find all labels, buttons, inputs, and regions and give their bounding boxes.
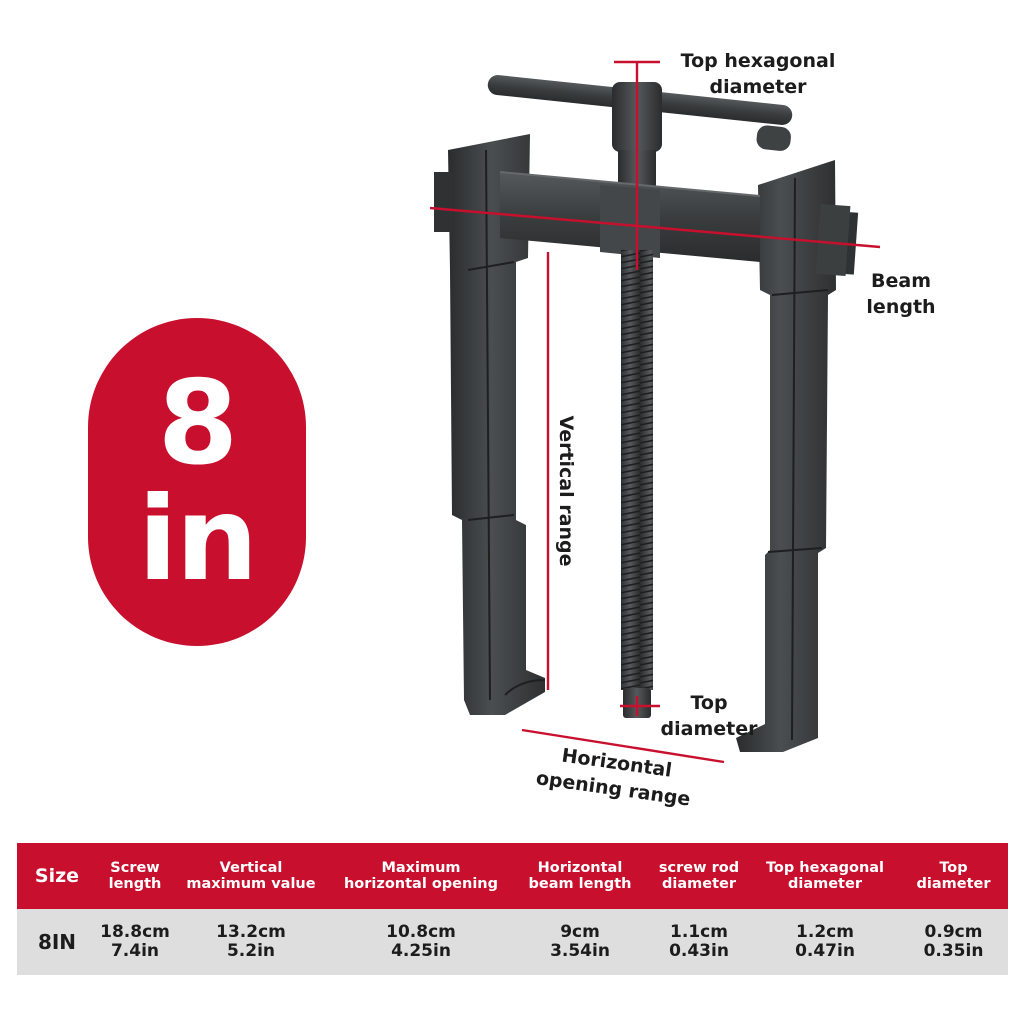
spec-table: Size Screw length Vertical maximum value… <box>17 843 1008 975</box>
header-top-diameter: Top diameter <box>916 860 991 892</box>
cell-screw-length: 18.8cm 7.4in <box>100 922 170 961</box>
spec-table-header: Size Screw length Vertical maximum value… <box>17 843 1008 909</box>
header-top-hexagonal-diameter: Top hexagonal diameter <box>765 860 885 892</box>
cell-max-horizontal-opening: 10.8cm 4.25in <box>386 922 456 961</box>
right-jaw <box>736 160 859 752</box>
header-screw-rod-diameter: screw rod diameter <box>658 860 740 892</box>
measurement-lines <box>429 60 881 764</box>
horizontal-range-guide <box>521 728 725 764</box>
header-size: Size <box>34 865 80 887</box>
screw-rod <box>621 250 653 718</box>
header-screw-length: Screw length <box>108 860 162 892</box>
cell-size: 8IN <box>37 929 77 954</box>
label-top-hexagonal-diameter: Top hexagonal diameter <box>680 50 836 98</box>
spec-table-row: 8IN 18.8cm 7.4in 13.2cm 5.2in 10.8cm 4.2… <box>17 909 1008 975</box>
size-badge-unit: in <box>137 472 258 607</box>
left-jaw <box>434 134 546 715</box>
beam-length-guide <box>429 206 881 249</box>
two-jaw-puller-illustration <box>429 60 881 764</box>
size-badge: 8 in <box>88 318 306 646</box>
header-horizontal-beam-length: Horizontal beam length <box>528 860 632 892</box>
cell-top-hexagonal-diameter: 1.2cm 0.47in <box>795 922 855 961</box>
label-top-diameter: Top diameter <box>660 692 758 740</box>
cell-screw-rod-diameter: 1.1cm 0.43in <box>669 922 729 961</box>
cell-horizontal-beam-length: 9cm 3.54in <box>550 922 610 961</box>
cell-vertical-max: 13.2cm 5.2in <box>216 922 286 961</box>
size-badge-number: 8 <box>157 356 239 491</box>
cell-top-diameter: 0.9cm 0.35in <box>923 922 984 961</box>
cross-beam <box>499 171 761 262</box>
header-max-horizontal-opening: Maximum horizontal opening <box>343 860 499 892</box>
label-beam-length: Beam length <box>866 270 936 318</box>
label-vertical-range: Vertical range <box>555 415 577 567</box>
header-vertical-max: Vertical maximum value <box>186 860 316 892</box>
